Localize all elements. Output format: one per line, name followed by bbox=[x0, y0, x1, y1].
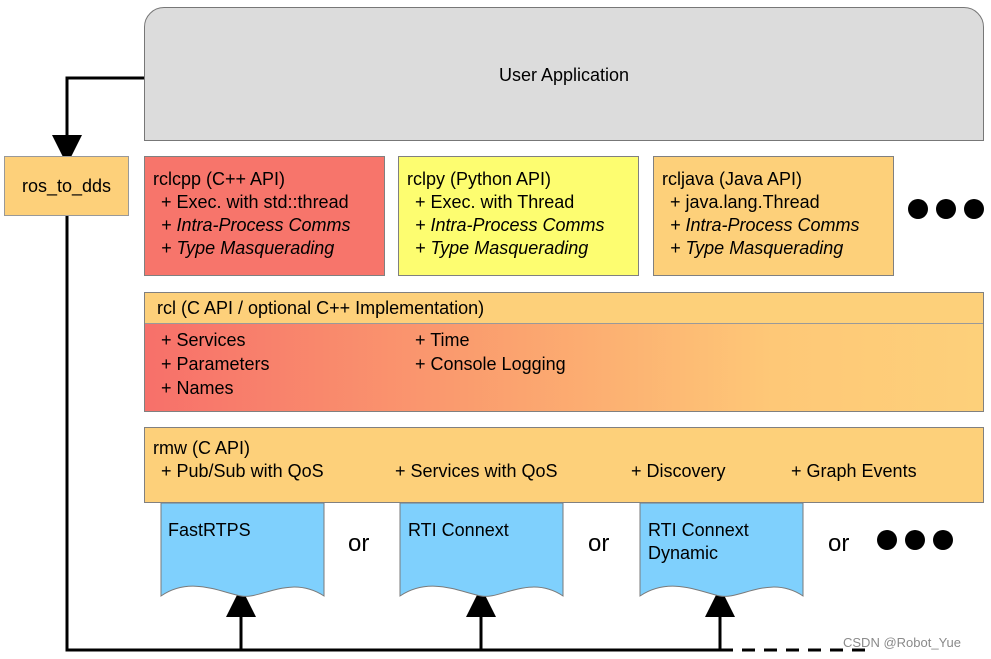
rcljava-line: + Type Masquerading bbox=[670, 238, 844, 258]
user-application-label: User Application bbox=[498, 65, 630, 85]
rclpy-line: + Intra-Process Comms bbox=[415, 215, 605, 235]
rcl-item: + Names bbox=[161, 378, 234, 398]
rclpy-title: rclpy (Python API) bbox=[407, 169, 552, 189]
rcljava-box: rcljava (Java API) + java.lang.Thread + … bbox=[653, 156, 894, 276]
rcljava-title: rcljava (Java API) bbox=[662, 169, 803, 189]
ros-to-dds-label: ros_to_dds bbox=[21, 176, 112, 196]
or-separator: or bbox=[348, 530, 370, 557]
rcl-item: + Time bbox=[415, 330, 470, 350]
watermark: CSDN @Robot_Yue bbox=[843, 635, 961, 650]
rmw-box: rmw (C API) + Pub/Sub with QoS + Service… bbox=[144, 427, 984, 503]
rti-connext-dynamic-doc-shape bbox=[639, 502, 804, 597]
rcl-header: rcl (C API / optional C++ Implementation… bbox=[145, 293, 983, 324]
rmw-feature: + Services with QoS bbox=[395, 461, 558, 481]
rcl-item: + Services bbox=[161, 330, 246, 350]
rcljava-line: + java.lang.Thread bbox=[670, 192, 820, 212]
fastrtps-label: FastRTPS bbox=[168, 520, 251, 540]
ros-to-dds-box: ros_to_dds bbox=[4, 156, 129, 216]
or-separator: or bbox=[588, 530, 610, 557]
rcl-item: + Console Logging bbox=[415, 354, 566, 374]
ros-to-bus-line bbox=[65, 216, 720, 652]
rclcpp-line: + Type Masquerading bbox=[161, 238, 335, 258]
rcl-item: + Parameters bbox=[161, 354, 270, 374]
rclpy-box: rclpy (Python API) + Exec. with Thread +… bbox=[398, 156, 639, 276]
rclcpp-line: + Intra-Process Comms bbox=[161, 215, 351, 235]
rmw-feature: + Pub/Sub with QoS bbox=[161, 461, 324, 481]
user-application-box: User Application bbox=[144, 7, 984, 141]
fastrtps-doc-shape bbox=[160, 502, 325, 597]
rclpy-line: + Type Masquerading bbox=[415, 238, 589, 258]
rclcpp-title: rclcpp (C++ API) bbox=[153, 169, 286, 189]
rmw-feature: + Discovery bbox=[631, 461, 726, 481]
rclpy-line: + Exec. with Thread bbox=[415, 192, 575, 212]
rti-connext-doc-shape bbox=[399, 502, 564, 597]
rcl-title: rcl (C API / optional C++ Implementation… bbox=[157, 298, 485, 318]
rti-connext-dynamic-label: RTI Connext Dynamic bbox=[648, 520, 749, 563]
rcl-box: rcl (C API / optional C++ Implementation… bbox=[144, 292, 984, 412]
rclcpp-line: + Exec. with std::thread bbox=[161, 192, 349, 212]
rti-connext-label: RTI Connext bbox=[408, 520, 509, 540]
rclcpp-box: rclcpp (C++ API) + Exec. with std::threa… bbox=[144, 156, 385, 276]
rmw-feature: + Graph Events bbox=[791, 461, 917, 481]
app-to-ros-arrow bbox=[52, 76, 144, 165]
rcljava-line: + Intra-Process Comms bbox=[670, 215, 860, 235]
or-separator: or bbox=[828, 530, 850, 557]
rmw-title: rmw (C API) bbox=[153, 438, 250, 458]
